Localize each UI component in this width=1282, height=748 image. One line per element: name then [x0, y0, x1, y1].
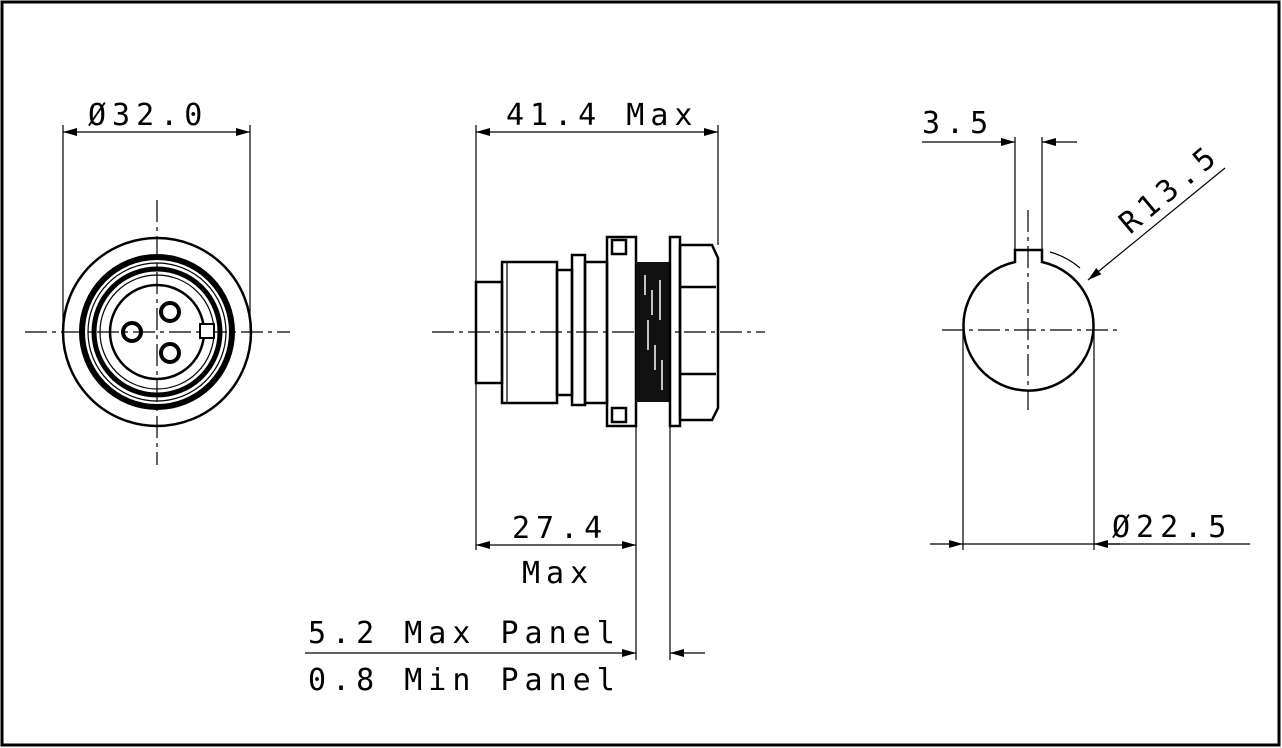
nut: [678, 243, 720, 422]
panel-min-label: 0.8 Min Panel: [308, 663, 621, 698]
contact-pin: [159, 301, 181, 323]
body-length-label: 27.4: [512, 511, 608, 546]
cutout-diameter-label: Ø22.5: [1112, 510, 1232, 545]
cutout-outline: [962, 248, 1095, 392]
front-view: Ø32.0: [25, 98, 290, 465]
contact-pin: [159, 342, 181, 364]
outer-shell: [61, 236, 253, 428]
panel-max-label: 5.2 Max Panel: [308, 616, 621, 651]
thread: [636, 262, 670, 402]
key-width-label: 3.5: [922, 106, 994, 141]
body-length-suffix: Max: [522, 556, 594, 591]
key-notch: [199, 323, 215, 339]
front-diameter-label: Ø32.0: [88, 98, 208, 133]
side-view: 41.4 Max 27.4 Max 5.2 Max Panel 0.8 Min …: [305, 98, 765, 698]
overall-length-label: 41.4 Max: [506, 98, 699, 133]
contact-pin: [121, 321, 143, 343]
